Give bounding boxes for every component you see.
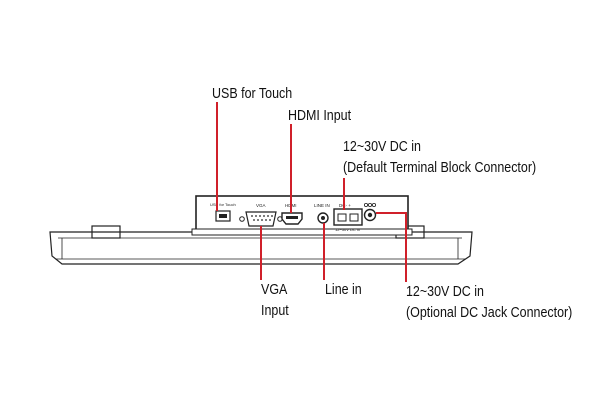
leader-dc-jack: [376, 212, 407, 282]
callout-dc-terminal-line2: (Default Terminal Block Connector): [343, 160, 537, 176]
usb-port: [215, 210, 231, 222]
callout-dc-terminal-line1: 12~30V DC in: [343, 139, 421, 155]
callout-dc-jack-line1: 12~30V DC in: [406, 284, 484, 300]
vga-port: [239, 211, 283, 227]
usb-port-label: USB for Touch: [210, 202, 236, 207]
callout-vga-line2: Input: [261, 303, 289, 319]
dc-jack-port: [363, 208, 377, 222]
callout-hdmi-input-text: HDMI Input: [288, 108, 352, 124]
callout-line-in-text: Line in: [325, 282, 362, 298]
line-in-port-label: LINE IN: [314, 203, 330, 208]
callout-usb-touch: USB for Touch: [212, 84, 292, 105]
callout-hdmi-input: HDMI Input: [288, 106, 351, 127]
callout-usb-touch-text: USB for Touch: [212, 86, 293, 102]
callout-dc-jack: 12~30V DC in (Optional DC Jack Connector…: [406, 282, 572, 324]
io-bracket-base: [191, 228, 413, 236]
callout-dc-terminal: 12~30V DC in (Default Terminal Block Con…: [343, 137, 536, 179]
hdmi-port: [281, 212, 303, 225]
terminal-rating-label: 12~30V DC In: [335, 227, 360, 232]
dc-polarity-icon: [363, 202, 376, 207]
terminal-polarity-label: DC- +: [339, 203, 351, 208]
vga-port-label: VGA: [256, 203, 266, 208]
callout-vga-input: VGA Input: [261, 280, 289, 322]
terminal-block: [333, 208, 363, 226]
leader-lines: [216, 102, 407, 282]
line-in-port: [317, 212, 329, 224]
chassis-outline: [49, 231, 473, 265]
callout-line-in: Line in: [325, 280, 362, 301]
callout-vga-line1: VGA: [261, 282, 288, 298]
mount-bracket-left: [91, 225, 121, 239]
callout-dc-jack-line2: (Optional DC Jack Connector): [406, 305, 573, 321]
